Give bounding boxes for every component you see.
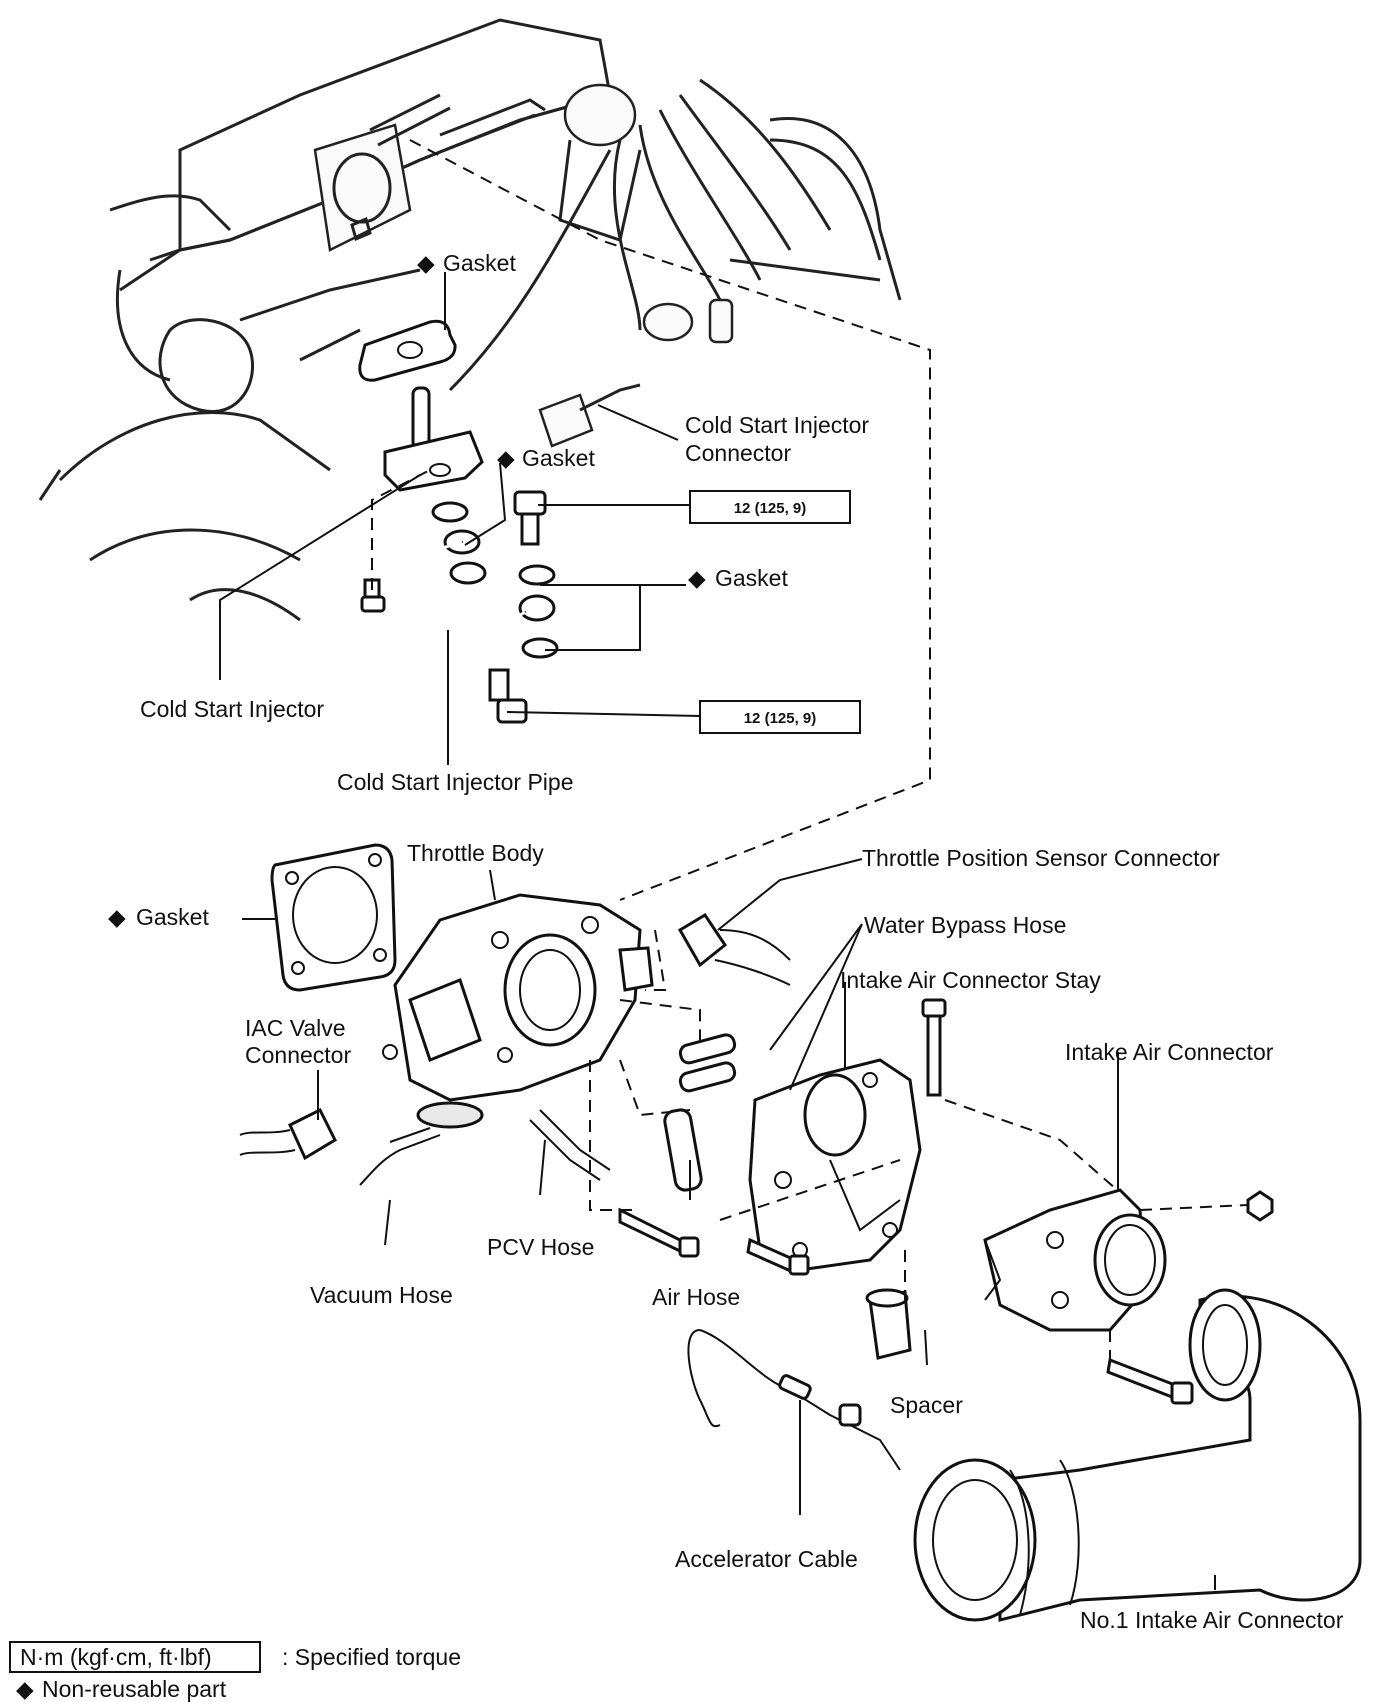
- label-accelerator-cable: Accelerator Cable: [675, 1546, 858, 1572]
- label-cold-start-injector-connector-1: Cold Start Injector: [685, 412, 869, 438]
- engine-illustration: [38, 18, 902, 622]
- label-water-bypass-hose: Water Bypass Hose: [864, 912, 1066, 938]
- non-reusable-mark: ◆: [108, 904, 126, 930]
- torque-box-upper: [689, 490, 851, 524]
- leader-lines: [219, 272, 1216, 1590]
- legend-torque-desc: : Specified torque: [282, 1644, 461, 1670]
- torque-box-lower: [699, 700, 861, 734]
- label-no1-intake-air-connector: No.1 Intake Air Connector: [1080, 1607, 1344, 1633]
- label-spacer: Spacer: [890, 1392, 963, 1418]
- label-gasket-injector: Gasket: [522, 445, 595, 471]
- legend-non-reusable: Non-reusable part: [42, 1676, 227, 1702]
- intake-air-connector: [983, 1188, 1274, 1405]
- label-intake-air-connector: Intake Air Connector: [1065, 1039, 1274, 1065]
- non-reusable-mark: ◆: [497, 445, 515, 471]
- label-cold-start-injector-connector-2: Connector: [685, 440, 791, 466]
- label-vacuum-hose: Vacuum Hose: [310, 1282, 453, 1308]
- label-air-hose: Air Hose: [652, 1284, 740, 1310]
- no1-intake-air-connector: [913, 1288, 1362, 1622]
- label-iac-valve-connector-1: IAC Valve: [245, 1015, 346, 1041]
- legend-torque-units: N·m (kgf·cm, ft·lbf): [20, 1644, 212, 1670]
- label-cold-start-injector-pipe: Cold Start Injector Pipe: [337, 769, 574, 795]
- label-throttle-body: Throttle Body: [407, 840, 544, 866]
- non-reusable-mark: ◆: [688, 565, 706, 591]
- accelerator-cable-part: [687, 1329, 901, 1471]
- label-iac-valve-connector-2: Connector: [245, 1042, 351, 1068]
- throttle-body-group: [239, 843, 791, 1258]
- label-cold-start-injector: Cold Start Injector: [140, 696, 324, 722]
- non-reusable-mark: ◆: [16, 1676, 34, 1702]
- non-reusable-mark: ◆: [417, 250, 435, 276]
- intake-air-connector-stay: [719, 998, 1141, 1360]
- legend-torque-box: [9, 1641, 261, 1673]
- cold-start-injector-assembly: [358, 139, 931, 901]
- label-gasket-throttle: Gasket: [136, 904, 209, 930]
- label-throttle-position-sensor-connector: Throttle Position Sensor Connector: [862, 845, 1220, 871]
- label-gasket-union: Gasket: [715, 565, 788, 591]
- label-pcv-hose: PCV Hose: [487, 1234, 594, 1260]
- torque-value-lower: 12 (125, 9): [744, 710, 817, 727]
- legend: N·m (kgf·cm, ft·lbf) : Specified torque …: [9, 1641, 461, 1702]
- label-intake-air-connector-stay: Intake Air Connector Stay: [840, 967, 1101, 993]
- label-gasket-top: Gasket: [443, 250, 516, 276]
- torque-value-upper: 12 (125, 9): [734, 500, 807, 517]
